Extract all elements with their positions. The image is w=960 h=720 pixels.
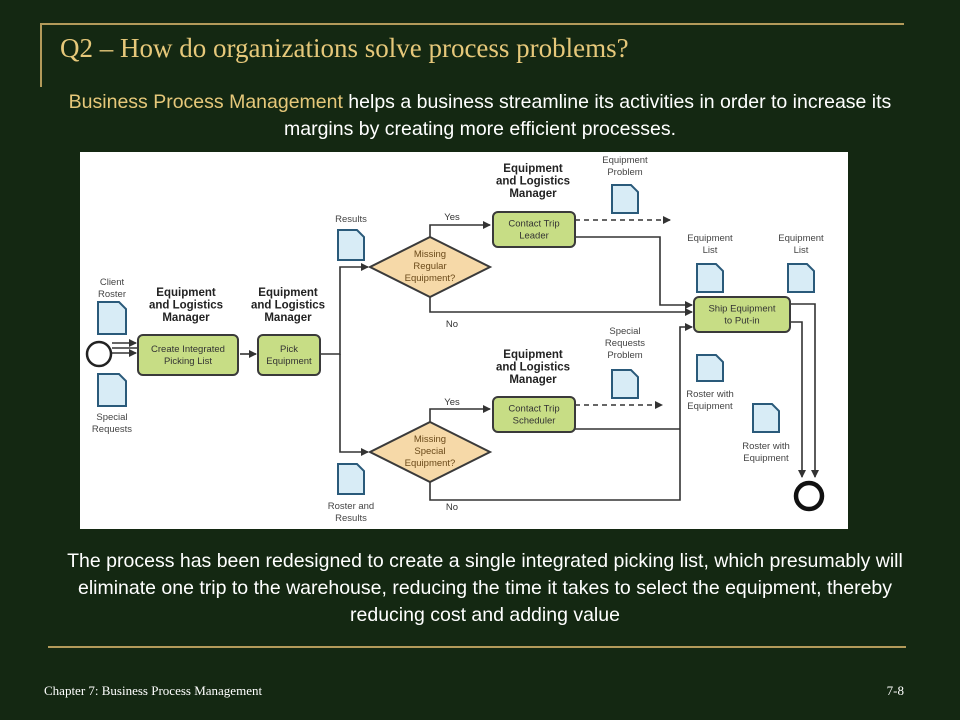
document-icon-equip_problem (611, 184, 639, 214)
summary-text: The process has been redesigned to creat… (67, 550, 903, 626)
connector-lines (112, 216, 819, 501)
role-label-elm1: Manager (162, 312, 210, 324)
role-label-elm2: Equipment (258, 287, 318, 299)
decision-diamond-regular (367, 235, 493, 299)
branch-label-yes_bottom: Yes (444, 397, 460, 408)
intro-highlight: Business Process Management (68, 91, 343, 113)
document-label-roster_results: Results (335, 513, 367, 524)
branch-label-yes_top: Yes (444, 212, 460, 223)
activity-label-picking_list: Create Integrated (151, 344, 225, 355)
document-label-client_roster: Client (100, 277, 125, 288)
intro-rest: helps a business streamline its activiti… (284, 91, 892, 140)
activity-label-contact_leader: Leader (519, 231, 549, 242)
document-label-roster_equip_1: Equipment (687, 401, 733, 412)
edge-pick-to-regular (320, 263, 369, 355)
edge-special-no (429, 323, 693, 501)
activity-box-pick_equipment (257, 334, 321, 376)
activity-label-ship: to Put-in (724, 316, 759, 327)
role-label-elm4: Equipment (503, 349, 563, 361)
document-label-results: Results (335, 214, 367, 225)
document-label-special_problem: Requests (605, 338, 645, 349)
activity-label-pick_equipment: Pick (280, 344, 298, 355)
edge-regular-no (429, 297, 693, 316)
role-label-elm1: and Logistics (149, 300, 223, 312)
role-label-elm3: Equipment (503, 163, 563, 175)
decision-diamond-special (367, 420, 493, 484)
top-rule (40, 23, 904, 25)
document-icon-special_requests (97, 373, 127, 407)
decision-label-regular: Regular (413, 261, 446, 272)
document-icon-special_problem (611, 369, 639, 399)
role-label-elm3: and Logistics (496, 176, 570, 188)
edge-pick-to-special (339, 354, 369, 456)
document-label-special_problem: Special (609, 326, 640, 337)
edge-ship-end-2 (790, 321, 806, 478)
slide-title: Q2 – How do organizations solve process … (60, 33, 629, 63)
decision-label-special: Missing (414, 434, 446, 445)
activity-box-contact_scheduler (492, 396, 576, 433)
activity-label-ship: Ship Equipment (708, 304, 775, 315)
activity-label-picking_list: Picking List (164, 356, 212, 367)
edge-leader-to-ship (575, 236, 693, 309)
document-label-equip_list_1: Equipment (687, 233, 733, 244)
activity-box-ship (693, 296, 791, 333)
activity-label-contact_scheduler: Contact Trip (508, 404, 559, 415)
activity-box-picking_list (137, 334, 239, 376)
document-label-roster_equip_1: Roster with (686, 389, 734, 400)
document-icon-equip_list_1 (696, 263, 724, 293)
document-label-roster_equip_2: Equipment (743, 453, 789, 464)
diagram-nodes: ClientRosterSpecialRequestsResultsRoster… (85, 155, 825, 524)
document-icon-equip_list_2 (787, 263, 815, 293)
document-icon-results (337, 229, 365, 261)
document-label-special_requests: Special (96, 412, 127, 423)
branch-label-no_bottom: No (446, 502, 458, 513)
decision-label-regular: Missing (414, 249, 446, 260)
intro-text: Business Process Management helps a busi… (60, 89, 900, 143)
role-label-elm3: Manager (509, 188, 557, 200)
document-label-equip_list_2: Equipment (778, 233, 824, 244)
process-diagram-svg: ClientRosterSpecialRequestsResultsRoster… (85, 155, 825, 524)
document-label-equip_problem: Problem (607, 167, 642, 178)
edge-ship-end-1 (790, 303, 819, 478)
document-icon-roster_results (337, 463, 365, 495)
role-label-elm4: and Logistics (496, 362, 570, 374)
role-label-elm2: and Logistics (251, 300, 325, 312)
document-label-roster_results: Roster and (328, 501, 374, 512)
end-event (793, 480, 825, 512)
footer-rule (48, 646, 906, 648)
document-icon-roster_equip_1 (696, 354, 724, 382)
document-label-equip_list_2: List (794, 245, 809, 256)
document-label-client_roster: Roster (98, 289, 126, 300)
document-icon-client_roster (97, 301, 127, 335)
start-event (85, 340, 113, 368)
activity-label-contact_scheduler: Scheduler (513, 416, 556, 427)
document-label-equip_list_1: List (703, 245, 718, 256)
decision-label-special: Equipment? (405, 458, 456, 469)
role-label-elm4: Manager (509, 374, 557, 386)
edge-regular-yes (429, 221, 491, 237)
document-label-roster_equip_2: Roster with (742, 441, 790, 452)
decision-label-special: Special (414, 446, 445, 457)
edge-special-yes (429, 405, 491, 422)
document-label-equip_problem: Equipment (602, 155, 648, 166)
decision-label-regular: Equipment? (405, 273, 456, 284)
footer-page-number: 7-8 (886, 683, 904, 698)
role-label-elm2: Manager (264, 312, 312, 324)
role-label-elm1: Equipment (156, 287, 216, 299)
document-label-special_problem: Problem (607, 350, 642, 361)
activity-box-contact_leader (492, 211, 576, 248)
left-rule (40, 23, 42, 87)
document-label-special_requests: Requests (92, 424, 132, 435)
activity-label-contact_leader: Contact Trip (508, 219, 559, 230)
activity-label-pick_equipment: Equipment (266, 356, 312, 367)
footer-chapter: Chapter 7: Business Process Management (44, 683, 263, 698)
document-icon-roster_equip_2 (752, 403, 780, 433)
branch-label-no_top: No (446, 319, 458, 330)
